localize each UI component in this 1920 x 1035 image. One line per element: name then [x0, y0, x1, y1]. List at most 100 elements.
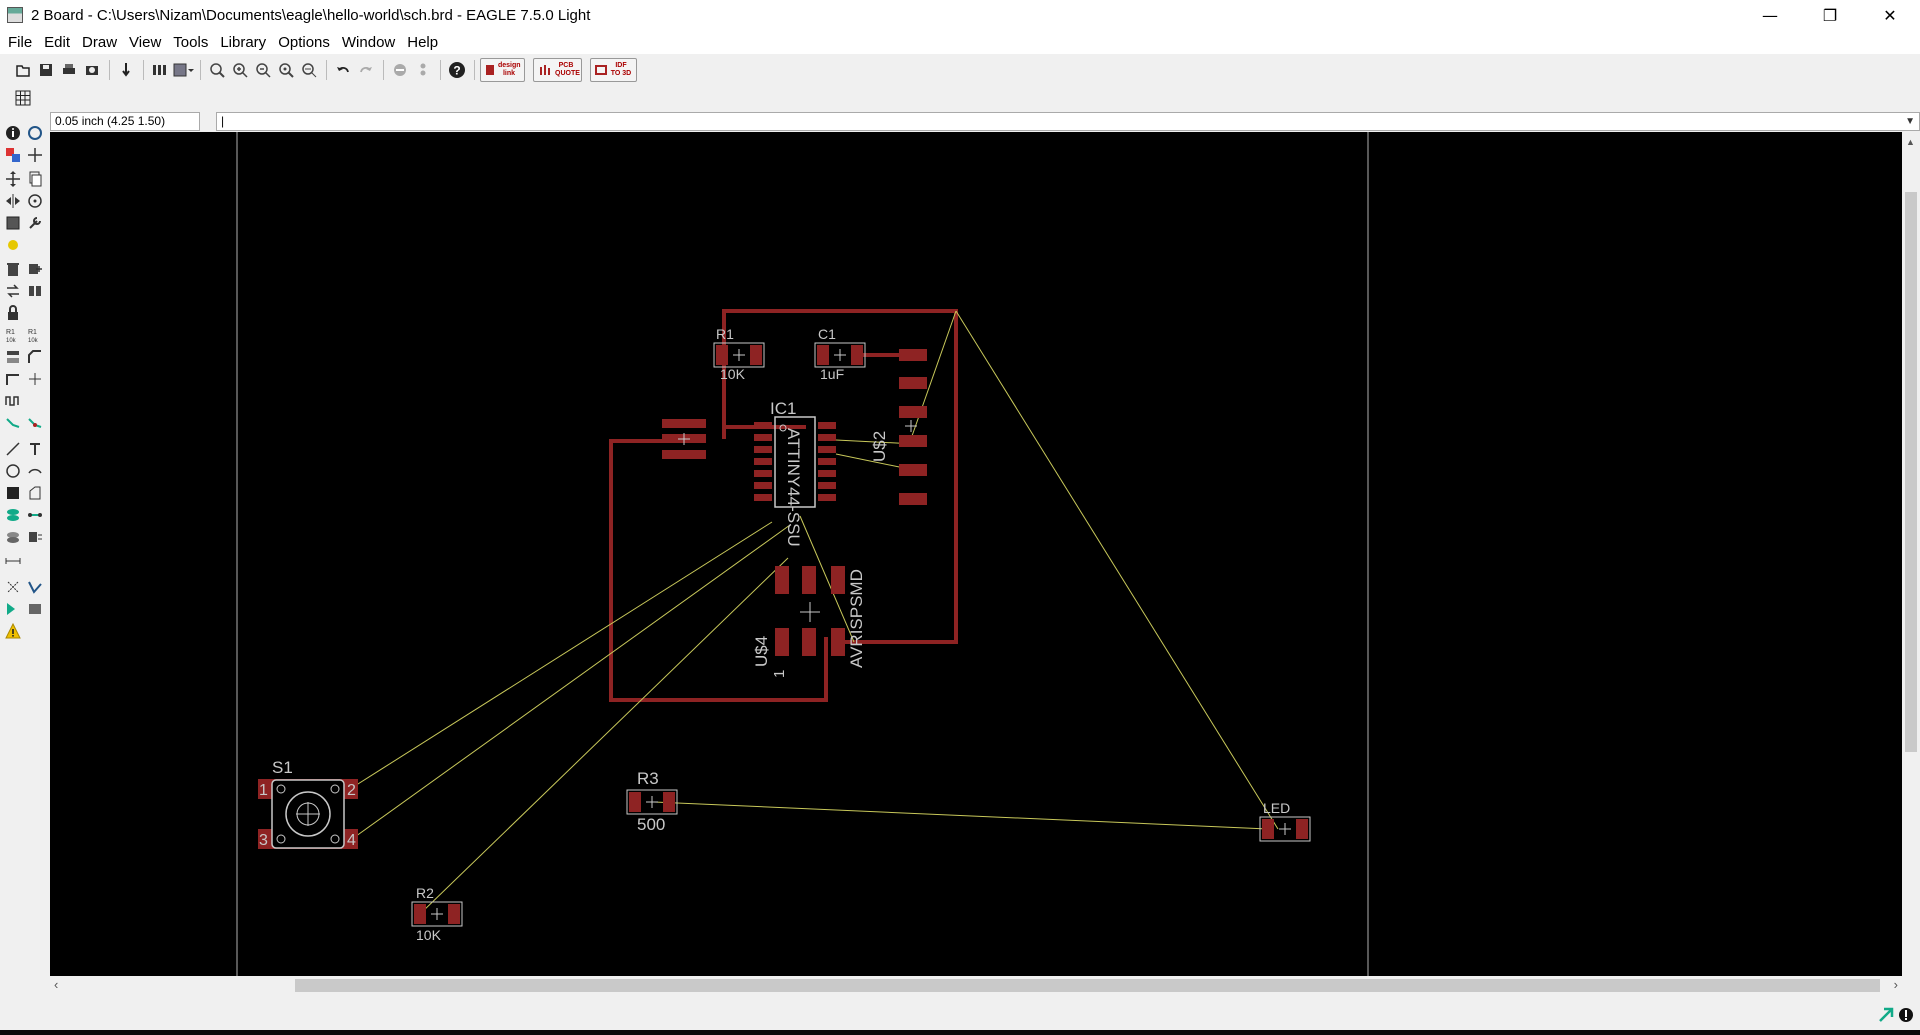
horizontal-scrollbar[interactable]: ‹ › — [50, 976, 1902, 994]
run-ulp-icon[interactable] — [115, 59, 137, 81]
menu-edit[interactable]: Edit — [44, 33, 71, 51]
command-history-dropdown-icon[interactable]: ▼ — [1905, 116, 1915, 127]
part-c1[interactable]: C1 1uF — [814, 326, 866, 382]
layer-settings-icon[interactable] — [149, 59, 171, 81]
stop-sign-icon[interactable] — [1898, 1007, 1914, 1023]
menu-options[interactable]: Options — [278, 33, 330, 51]
route-icon[interactable] — [4, 414, 22, 432]
delete-icon[interactable] — [4, 260, 22, 278]
part-ic1[interactable]: IC1 ATTINY44-SSU — [754, 399, 836, 547]
board-switch-icon[interactable] — [172, 59, 194, 81]
save-icon[interactable] — [35, 59, 57, 81]
circle-icon[interactable] — [4, 462, 22, 480]
go-arrow-icon[interactable] — [1878, 1007, 1894, 1023]
smash-icon[interactable] — [4, 348, 22, 366]
menu-tools[interactable]: Tools — [173, 33, 209, 51]
drc-icon[interactable] — [26, 600, 44, 618]
menu-file[interactable]: File — [8, 33, 33, 51]
part-r2[interactable]: R2 10K — [411, 885, 463, 943]
paste-icon[interactable] — [4, 236, 22, 254]
split-icon[interactable] — [4, 370, 22, 388]
scroll-right-icon[interactable]: › — [1893, 977, 1898, 992]
auto-route-icon[interactable] — [26, 578, 44, 596]
rotate-icon[interactable] — [26, 192, 44, 210]
restore-button[interactable]: ❐ — [1822, 5, 1838, 25]
replace-icon[interactable] — [4, 282, 22, 300]
copy-icon[interactable] — [26, 170, 44, 188]
stop-icon[interactable] — [389, 59, 411, 81]
design-link-button[interactable]: design link — [480, 58, 525, 82]
wire-icon[interactable] — [4, 440, 22, 458]
open-icon[interactable] — [12, 59, 34, 81]
errors-warning-icon[interactable] — [4, 622, 22, 640]
zoom-select-icon[interactable] — [298, 59, 320, 81]
go-icon[interactable] — [412, 59, 434, 81]
scroll-left-icon[interactable]: ‹ — [54, 977, 59, 992]
info-icon[interactable] — [4, 124, 22, 142]
show-icon[interactable] — [26, 124, 44, 142]
display-icon[interactable] — [4, 146, 22, 164]
part-us4[interactable]: U$4 1 AVRISPSMD — [752, 566, 866, 678]
pinswap-icon[interactable] — [26, 282, 44, 300]
zoom-fit-icon[interactable] — [206, 59, 228, 81]
menu-draw[interactable]: Draw — [82, 33, 118, 51]
vertical-scroll-thumb[interactable] — [1905, 192, 1917, 752]
menu-view[interactable]: View — [129, 33, 162, 51]
airwire-s1-2 — [351, 524, 791, 840]
optimize-icon[interactable] — [26, 370, 44, 388]
menu-library[interactable]: Library — [220, 33, 267, 51]
move-icon[interactable] — [4, 170, 22, 188]
polygon-icon[interactable] — [26, 484, 44, 502]
part-left-block[interactable] — [662, 419, 706, 459]
command-line-input[interactable]: | ▼ — [216, 112, 1920, 131]
idf-to-3d-button[interactable]: IDF TO 3D — [590, 58, 637, 82]
vertical-scrollbar[interactable]: ▲ — [1902, 132, 1920, 976]
text-icon[interactable] — [26, 440, 44, 458]
hole-icon[interactable] — [4, 528, 22, 546]
erc-icon[interactable] — [4, 600, 22, 618]
main-toolbar: ? design link PCB QUOTE IDF TO 3D — [0, 55, 1920, 85]
add-icon[interactable] — [26, 260, 44, 278]
part-r1[interactable]: R1 10K — [713, 326, 765, 382]
minimize-button[interactable]: — — [1762, 5, 1778, 25]
menu-window[interactable]: Window — [341, 33, 396, 51]
print-icon[interactable] — [58, 59, 80, 81]
miter-icon[interactable] — [26, 348, 44, 366]
redo-icon[interactable] — [355, 59, 377, 81]
pcb-quote-button[interactable]: PCB QUOTE — [533, 58, 582, 82]
rect-icon[interactable] — [4, 484, 22, 502]
part-led[interactable]: LED — [1259, 800, 1311, 842]
change-icon[interactable] — [26, 214, 44, 232]
cam-processor-icon[interactable] — [81, 59, 103, 81]
signal-icon[interactable] — [26, 506, 44, 524]
close-button[interactable]: ✕ — [1883, 5, 1897, 25]
part-s1[interactable]: S1 1 2 3 4 — [258, 758, 358, 849]
us4-pad — [802, 628, 816, 656]
horizontal-scroll-thumb[interactable] — [295, 979, 1880, 992]
menu-help[interactable]: Help — [407, 33, 439, 51]
part-us2[interactable]: U$2 — [870, 349, 927, 505]
meander-icon[interactable] — [4, 392, 22, 410]
dimension-icon[interactable] — [4, 552, 22, 570]
arc-icon[interactable] — [26, 462, 44, 480]
attribute-icon[interactable] — [26, 528, 44, 546]
mark-icon[interactable] — [26, 146, 44, 164]
help-icon[interactable]: ? — [446, 59, 468, 81]
via-icon[interactable] — [4, 506, 22, 524]
led-pad-2 — [1296, 819, 1308, 839]
group-icon[interactable] — [4, 214, 22, 232]
ratsnest-icon[interactable] — [4, 578, 22, 596]
ripup-icon[interactable] — [26, 414, 44, 432]
part-r3[interactable]: R3 500 — [626, 769, 678, 834]
board-canvas[interactable]: R1 10K C1 1uF — [50, 132, 1902, 976]
lock-icon[interactable] — [4, 304, 22, 322]
scroll-up-icon[interactable]: ▲ — [1906, 137, 1915, 147]
zoom-in-icon[interactable] — [229, 59, 251, 81]
zoom-out-icon[interactable] — [252, 59, 274, 81]
undo-icon[interactable] — [332, 59, 354, 81]
mirror-icon[interactable] — [4, 192, 22, 210]
grid-icon[interactable] — [12, 87, 34, 109]
zoom-redraw-icon[interactable] — [275, 59, 297, 81]
